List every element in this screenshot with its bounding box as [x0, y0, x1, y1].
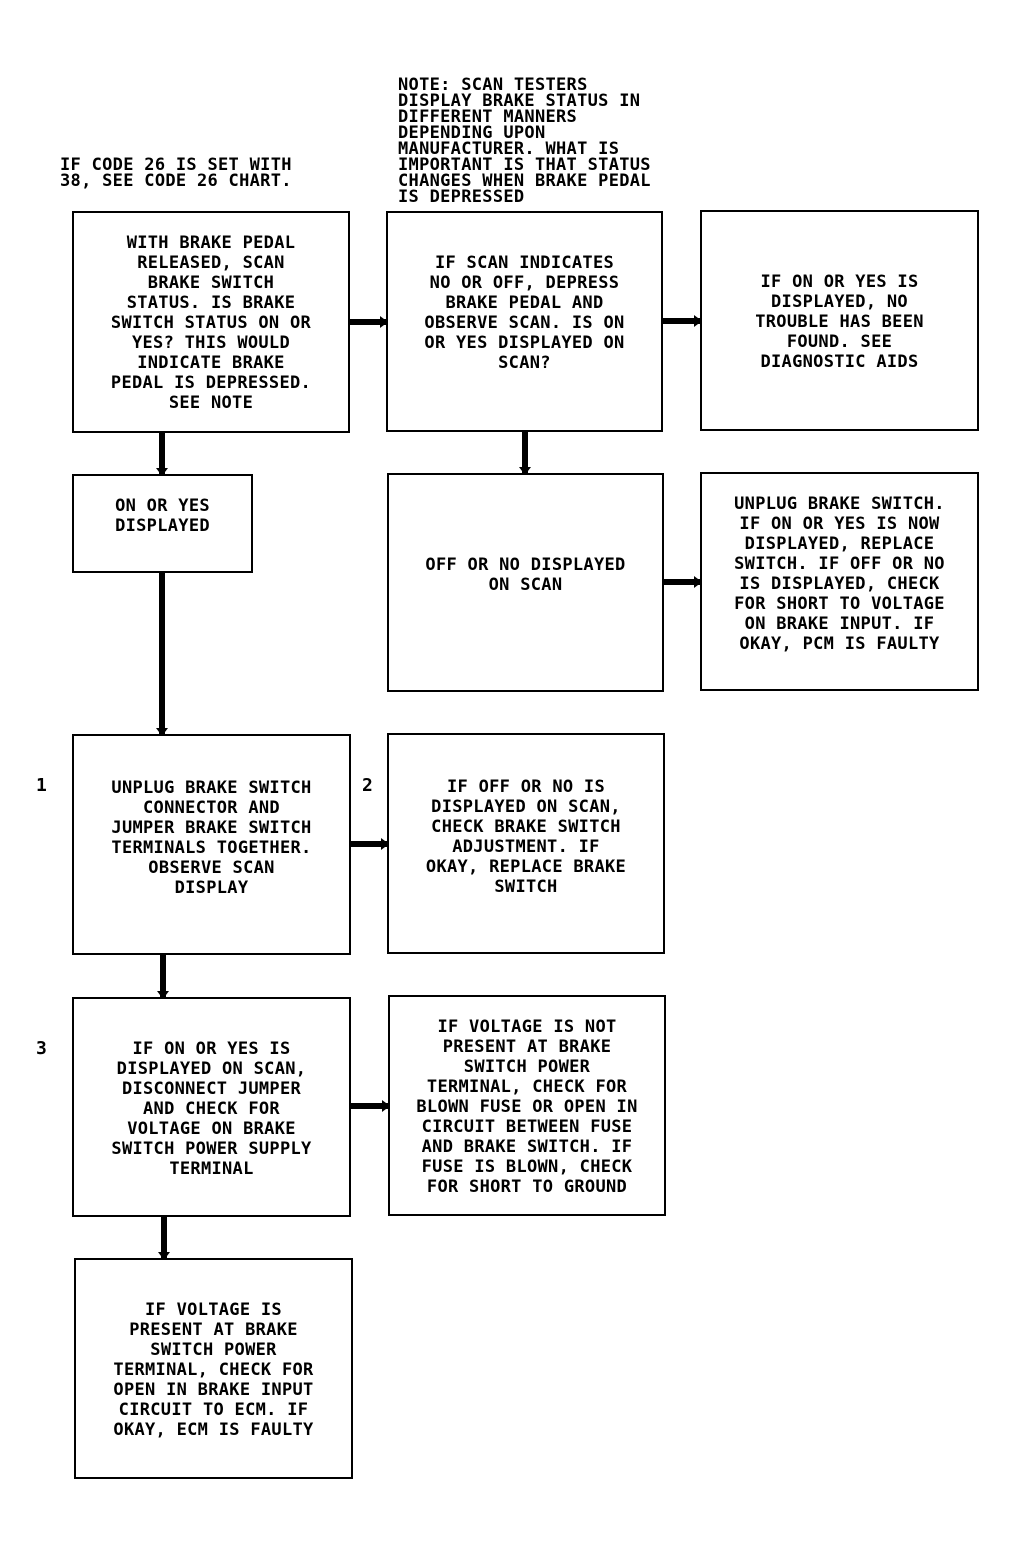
code-26-note: IF CODE 26 IS SET WITH 38, SEE CODE 26 C…	[60, 155, 292, 191]
step-number-1: 1	[36, 775, 47, 796]
voltage-present-box: IF VOLTAGE IS PRESENT AT BRAKE SWITCH PO…	[74, 1258, 353, 1479]
check-adjustment-box: IF OFF OR NO IS DISPLAYED ON SCAN, CHECK…	[387, 733, 665, 954]
start-box: WITH BRAKE PEDAL RELEASED, SCAN BRAKE SW…	[72, 211, 350, 433]
disconnect-jumper-box: IF ON OR YES IS DISPLAYED ON SCAN, DISCO…	[72, 997, 351, 1217]
step-number-3: 3	[36, 1038, 47, 1059]
off-no-displayed-box: OFF OR NO DISPLAYED ON SCAN	[387, 473, 664, 692]
scan-no-off-box: IF SCAN INDICATES NO OR OFF, DEPRESS BRA…	[386, 211, 663, 432]
step-number-2: 2	[362, 775, 373, 796]
on-yes-displayed-box: ON OR YES DISPLAYED	[72, 474, 253, 573]
voltage-not-present-box: IF VOLTAGE IS NOT PRESENT AT BRAKE SWITC…	[388, 995, 666, 1216]
scan-testers-note: NOTE: SCAN TESTERS DISPLAY BRAKE STATUS …	[398, 75, 651, 207]
unplug-jumper-box: UNPLUG BRAKE SWITCH CONNECTOR AND JUMPER…	[72, 734, 351, 955]
no-trouble-box: IF ON OR YES IS DISPLAYED, NO TROUBLE HA…	[700, 210, 979, 431]
unplug-replace-box: UNPLUG BRAKE SWITCH. IF ON OR YES IS NOW…	[700, 472, 979, 691]
